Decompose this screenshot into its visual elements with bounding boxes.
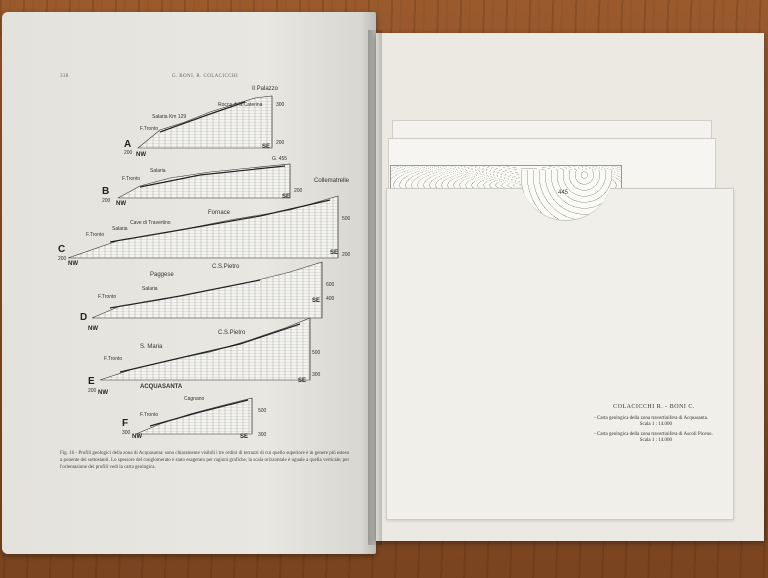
profile-c-label-5: F.Tronto: [86, 232, 105, 238]
profile-d-label-1: C.S.Pietro: [212, 264, 240, 270]
entry-2-text: - Carta geologica della zona travertinif…: [594, 431, 713, 437]
profile-e: [99, 317, 311, 381]
page-number: 338: [60, 74, 69, 79]
profile-d-label-4: F.Tronto: [98, 294, 117, 300]
profile-d-label-2: Paggese: [150, 272, 174, 278]
authors: COLACICCHI R. - BONI C.: [613, 404, 695, 410]
profile-d-right-num-1: 600: [326, 282, 335, 288]
entry-2-scale: Scala 1 : 14.000: [639, 438, 672, 443]
profile-f-right-num-1: 500: [258, 408, 267, 414]
profile-d-terrace: [109, 279, 261, 309]
profile-e-left-dir: NW: [98, 390, 108, 396]
running-head: G. BONI, R. COLACICCHI: [172, 74, 239, 79]
profile-a-right-num-1: 300: [276, 102, 285, 108]
map-peek: [520, 170, 612, 220]
profile-e-right-dir: SE: [298, 378, 307, 384]
profile-c: [67, 195, 339, 259]
profile-f-label-3: F.Tronto: [140, 412, 159, 418]
profile-d-right-dir: SE: [312, 298, 321, 304]
profile-f-label-2: Cagnano: [184, 396, 205, 402]
profile-a-terrace: [159, 101, 246, 133]
profile-f-left-num: 300: [122, 430, 131, 436]
profile-b-label-2: F.Tronto: [122, 176, 141, 182]
profile-e-left-num: 200: [88, 388, 97, 394]
book-gutter: [368, 30, 382, 545]
profile-e-right-num-1: 500: [312, 350, 321, 356]
profile-e-label-3: F.Tronto: [104, 356, 123, 362]
profile-f-left-dir: NW: [132, 434, 142, 440]
profile-f-terrace: [149, 399, 249, 427]
profile-f-right-dir: SE: [240, 434, 249, 440]
profile-c-label-1: Collematrelle: [314, 178, 350, 184]
entry-1-text: - Carta geologica della zona travertinif…: [594, 415, 709, 421]
profile-b: [117, 163, 291, 199]
profile-b-right-num-1: G. 455: [272, 156, 288, 162]
entry-1-scale: Scala 1 : 14.000: [639, 422, 672, 427]
profile-e-right-num-2: 300: [312, 372, 321, 378]
profile-letter-d: D: [80, 312, 88, 323]
profile-b-terrace: [139, 165, 286, 188]
profile-c-right-num-2: 200: [342, 252, 351, 258]
profile-a-label-2: Rocca di S.Caterina: [218, 102, 263, 108]
profile-letter-a: A: [124, 139, 132, 150]
profile-d-right-num-2: 400: [326, 296, 335, 302]
figure-caption: Fig. 16 - Profili geologici della zona d…: [60, 451, 350, 470]
profile-a-label-1: Il Palazzo: [252, 86, 279, 92]
envelope-label: COLACICCHI R. - BONI C. - Carta geologic…: [594, 404, 714, 448]
profile-c-left-num: 200: [58, 256, 67, 262]
profile-c-right-num-1: 500: [342, 216, 351, 222]
profile-c-right-dir: SE: [330, 250, 339, 256]
profile-c-label-4: Salaria: [112, 226, 128, 232]
profile-letter-c: C: [58, 244, 66, 255]
profile-e-terrace: [119, 323, 301, 373]
profile-a-left-dir: NW: [136, 152, 146, 158]
profile-d-left-dir: NW: [88, 326, 98, 332]
envelope-thumb-cut: 445: [520, 170, 612, 221]
profile-letter-b: B: [102, 186, 110, 197]
profile-a-left-num: 200: [124, 150, 133, 156]
profile-a-label-3: Salaria Km 129: [152, 114, 187, 120]
profile-b-left-dir: NW: [116, 201, 126, 207]
profile-b-left-num: 200: [102, 198, 111, 204]
profile-letter-f: F: [122, 418, 129, 429]
profile-letter-e: E: [88, 376, 95, 387]
profile-c-label-2: Fornace: [208, 210, 231, 216]
profile-a-label-4: F.Tronto: [140, 126, 159, 132]
profile-e-label-2: S. Maria: [140, 344, 163, 350]
profile-c-label-3: Cave di Travertino: [130, 220, 171, 226]
map-envelope-pocket: [386, 188, 734, 520]
map-number: 445: [558, 190, 569, 196]
profile-c-terrace: [109, 199, 331, 243]
profile-c-left-dir: NW: [68, 261, 78, 267]
profile-a-right-num-2: 200: [276, 140, 285, 146]
profile-f-label-1: ACQUASANTA: [140, 384, 183, 390]
profile-e-label-1: C.S.Pietro: [218, 330, 246, 336]
profile-a-right-dir: SE: [262, 144, 271, 150]
profile-b-right-dir: SE: [282, 194, 291, 200]
profile-d-label-3: Salaria: [142, 286, 158, 292]
profile-b-label-1: Salaria: [150, 168, 166, 174]
profile-b-right-num-2: 200: [294, 188, 303, 194]
profile-f-right-num-2: 300: [258, 432, 267, 438]
